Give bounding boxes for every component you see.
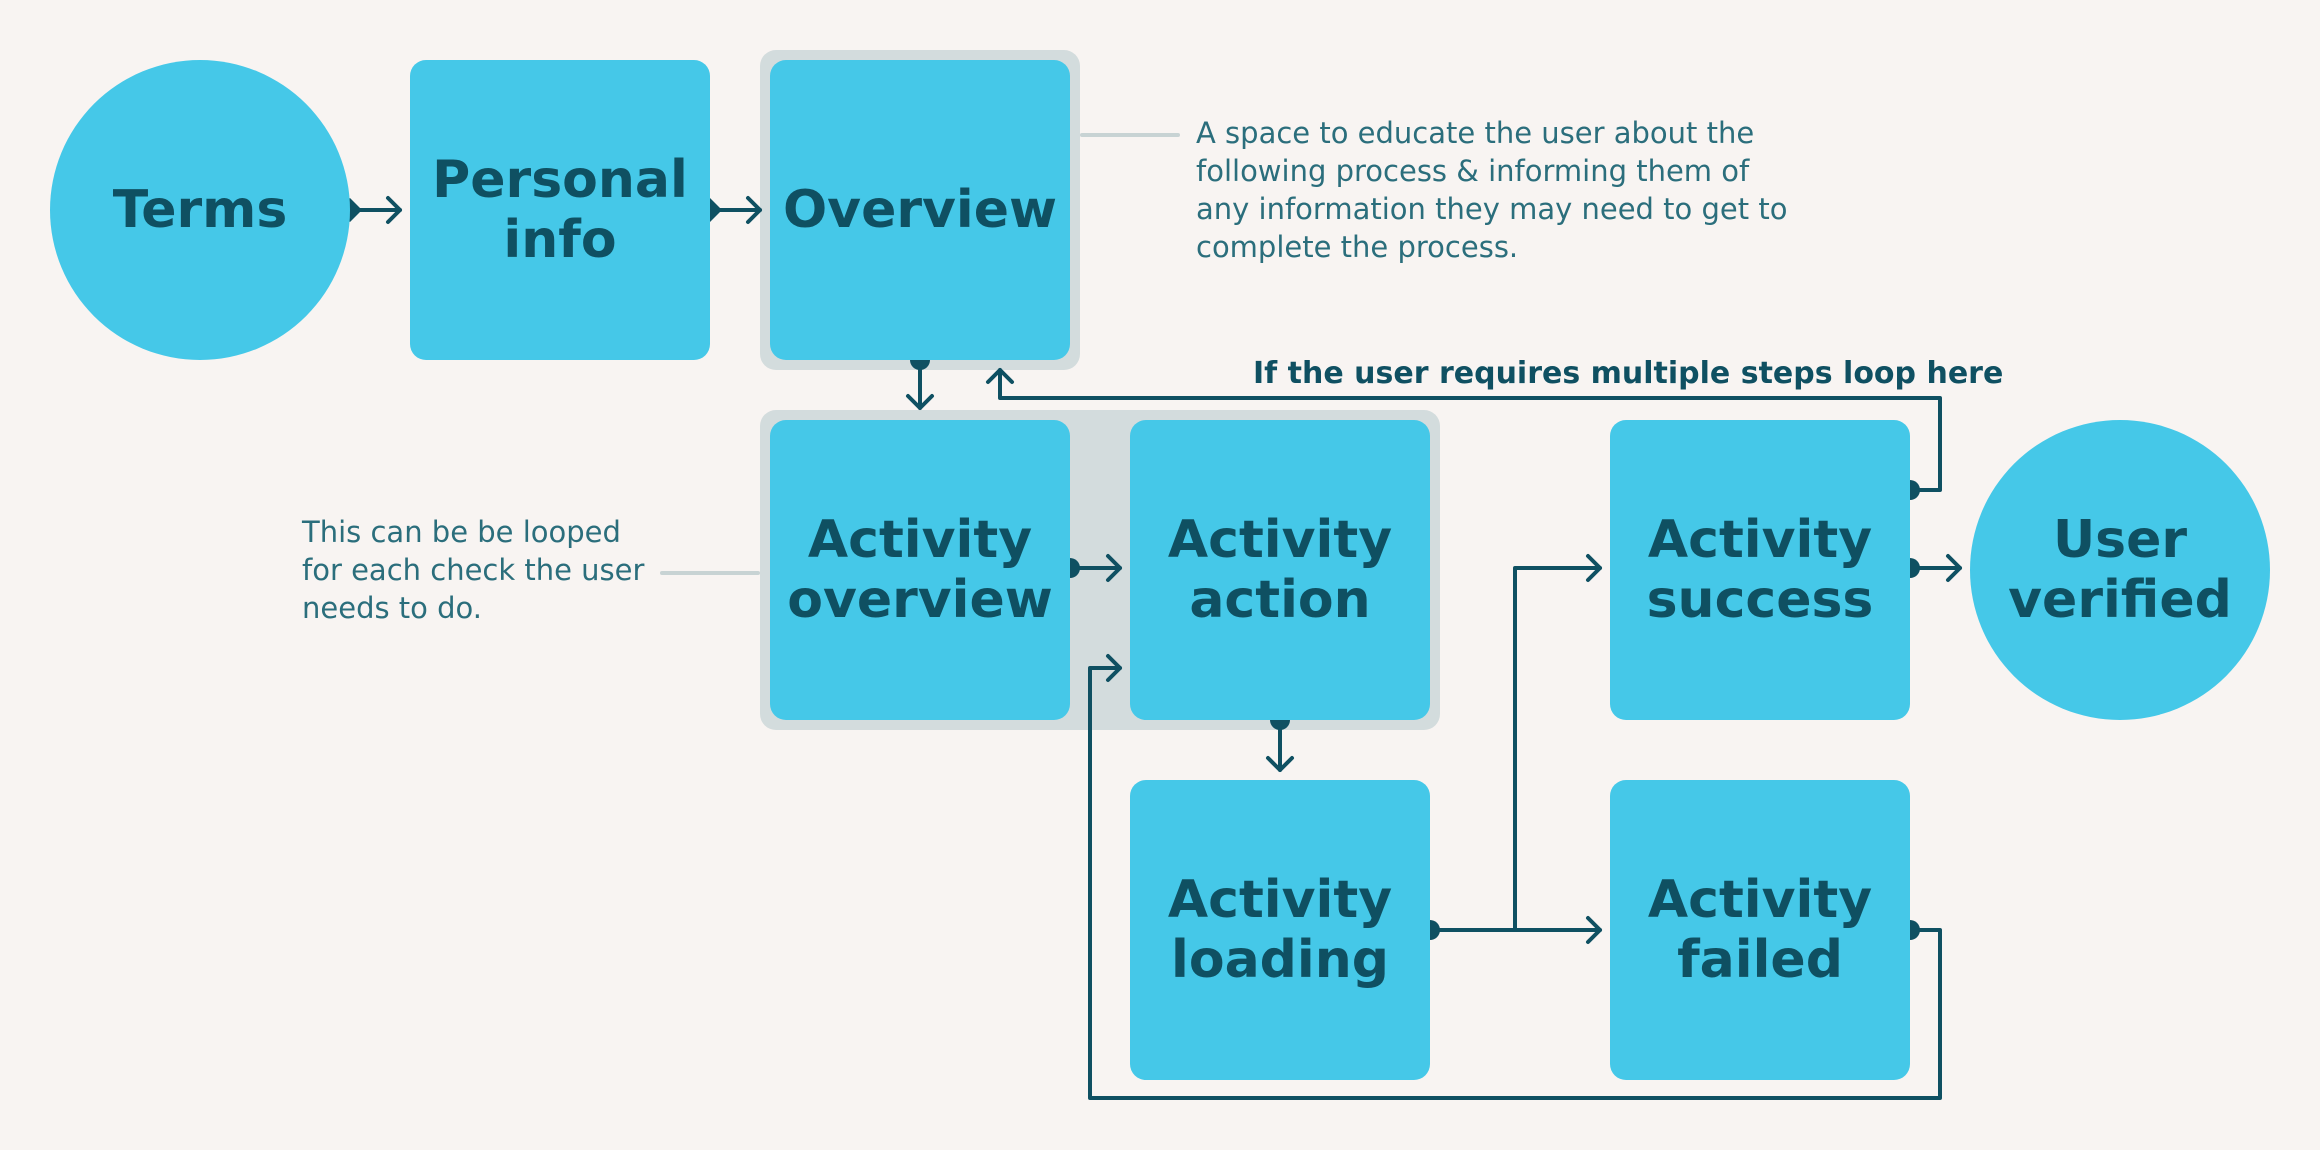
arrowhead-5 [1266,756,1294,772]
arrowhead-2 [746,196,762,224]
arrowhead-1 [386,196,402,224]
arrowhead-8 [1946,554,1962,582]
edge-loop-overview [998,368,1942,492]
node-activity-failed: Activity failed [1610,780,1910,1080]
node-activity-loading-label: Activity loading [1167,870,1393,990]
arrowhead-9 [986,368,1014,384]
arrowhead-6 [1586,916,1602,944]
node-activity-overview: Activity overview [770,420,1070,720]
arrowhead-10 [1106,654,1122,682]
node-terms-label: Terms [112,180,288,240]
node-activity-success: Activity success [1610,420,1910,720]
node-overview: Overview [770,60,1070,360]
node-activity-success-label: Activity success [1646,510,1874,630]
node-activity-loading: Activity loading [1130,780,1430,1080]
node-user-verified-label: User verified [2008,510,2232,630]
loop-note: This can be be looped for each check the… [302,515,645,625]
node-activity-action-label: Activity action [1167,510,1393,630]
node-user-verified: User verified [1970,420,2270,720]
loop-label: If the user requires multiple steps loop… [1253,356,2004,391]
edge-loading-success [1513,566,1602,932]
arrowhead-7 [1586,554,1602,582]
node-activity-failed-label: Activity failed [1647,870,1873,990]
node-overview-label: Overview [782,180,1058,240]
node-personal-info: Personal info [410,60,710,360]
node-activity-action: Activity action [1130,420,1430,720]
node-activity-overview-label: Activity overview [787,510,1053,630]
arrowhead-4 [1106,554,1122,582]
edge-failed-action [1088,666,1942,1100]
node-terms: Terms [50,60,350,360]
overview-note: A space to educate the user about the fo… [1196,116,1788,264]
arrowhead-3 [906,394,934,410]
node-personal-info-label: Personal info [432,150,688,270]
